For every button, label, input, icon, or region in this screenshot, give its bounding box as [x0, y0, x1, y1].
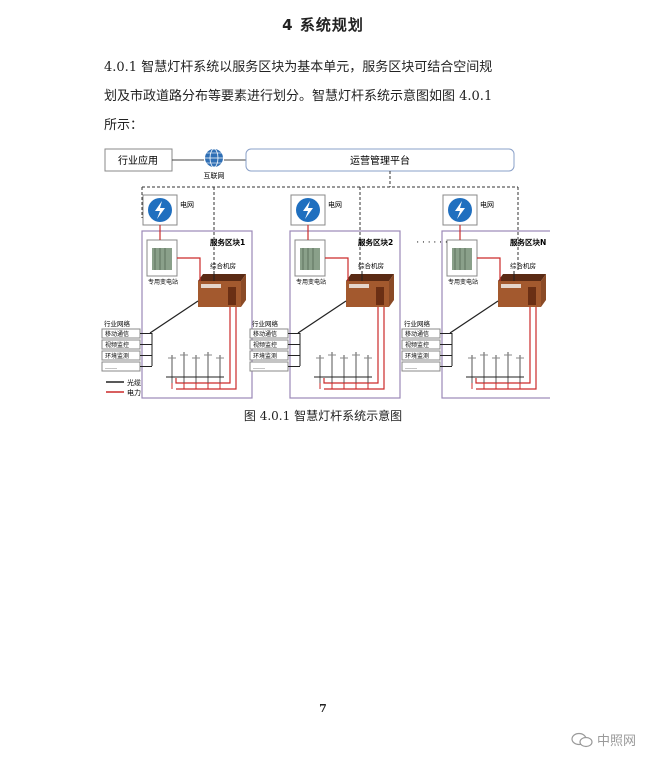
globe-icon: [205, 148, 223, 168]
paragraph-line-3: 所示：: [104, 118, 144, 133]
smart-pole-row: [166, 352, 224, 389]
room-label: 综合机房: [510, 261, 536, 270]
paragraph-line-2: 划及市政道路分布等要素进行划分。智慧灯杆系统示意图如图 4.0.1: [104, 89, 493, 104]
paragraph-line-1: 4.0.1 智慧灯杆系统以服务区块为基本单元，服务区块可结合空间规: [104, 60, 493, 75]
block-name: 服务区块2: [358, 237, 393, 247]
service-label: 环境监测: [253, 352, 277, 360]
smart-pole-row: [466, 352, 524, 389]
industry-app-label: 行业应用: [118, 154, 158, 167]
service-label: ……: [405, 364, 417, 371]
grid-label: 电网: [328, 200, 342, 209]
service-block-frame: [289, 230, 401, 399]
block-name: 服务区块N: [510, 237, 546, 247]
figure-caption: 图 4.0.1 智慧灯杆系统示意图: [243, 409, 403, 423]
service-label: 视频监控: [405, 341, 429, 349]
page-number: 7: [319, 702, 327, 715]
legend-fiber: 光缆: [127, 378, 141, 387]
section-heading: 4 系统规划: [282, 16, 364, 34]
machine-room-icon: [198, 274, 246, 307]
service-label: 视频监控: [253, 341, 277, 349]
machine-room-icon: [346, 274, 394, 307]
service-block-frame: [141, 230, 253, 399]
service-label: 移动通信: [405, 330, 429, 338]
service-label: ……: [253, 364, 265, 371]
grid-label: 电网: [180, 200, 194, 209]
industry-network-label: 行业网络: [252, 319, 279, 328]
watermark: 中照网: [571, 730, 636, 749]
service-label: 环境监测: [405, 352, 429, 360]
transformer-icon: [446, 239, 478, 277]
service-label: 移动通信: [253, 330, 277, 338]
ellipsis-between-blocks: · · · · · ·: [416, 238, 447, 248]
service-label: 移动通信: [105, 330, 129, 338]
room-label: 综合机房: [210, 261, 236, 270]
substation-label: 专用变电站: [448, 278, 478, 286]
platform-label: 运营管理平台: [350, 154, 410, 167]
service-label: 环境监测: [105, 352, 129, 360]
block-name: 服务区块1: [210, 237, 245, 247]
machine-room-icon: [498, 274, 546, 307]
room-label: 综合机房: [358, 261, 384, 270]
grid-label: 电网: [480, 200, 494, 209]
grid-power-icon: [442, 194, 478, 226]
transformer-icon: [294, 239, 326, 277]
substation-label: 专用变电站: [148, 278, 178, 286]
service-label: ……: [105, 364, 117, 371]
grid-power-icon: [142, 194, 178, 226]
substation-label: 专用变电站: [296, 278, 326, 286]
grid-power-icon: [290, 194, 326, 226]
wechat-icon: [571, 732, 593, 747]
service-block-frame: [441, 230, 550, 399]
transformer-icon: [146, 239, 178, 277]
smart-pole-row: [314, 352, 372, 389]
dashed-network: [141, 171, 519, 271]
internet-label: 互联网: [204, 171, 225, 180]
industry-network-label: 行业网络: [404, 319, 431, 328]
watermark-text: 中照网: [596, 734, 636, 749]
legend-power: 电力: [127, 388, 141, 397]
platform-box: [245, 148, 515, 172]
industry-network-label: 行业网络: [104, 319, 131, 328]
service-label: 视频监控: [105, 341, 129, 349]
